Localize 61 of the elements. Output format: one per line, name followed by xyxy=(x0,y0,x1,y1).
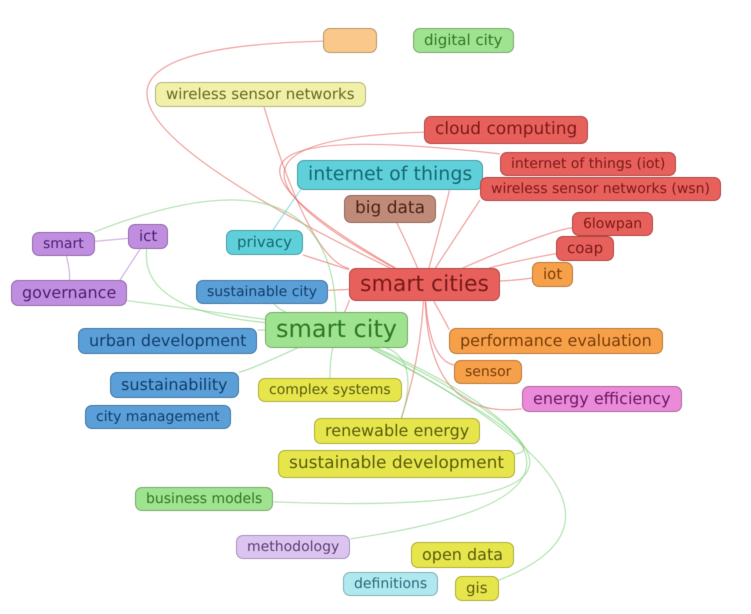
keyword-label: gis xyxy=(455,576,499,602)
link-line xyxy=(127,300,266,320)
keyword-label: smart cities xyxy=(349,268,500,302)
keyword-label: privacy xyxy=(226,230,304,256)
keyword-label: open data xyxy=(411,542,514,568)
link-line xyxy=(120,248,140,280)
keyword-label: urban development xyxy=(78,328,258,354)
keyword-label: methodology xyxy=(236,535,350,560)
link-line xyxy=(433,301,450,330)
link-line xyxy=(94,199,336,312)
keyword-label: definitions xyxy=(343,572,438,596)
keyword-label: smart xyxy=(32,232,95,256)
keyword-label: sustainable city xyxy=(196,280,328,304)
keyword-label: 6lowpan xyxy=(572,212,654,236)
link-line xyxy=(350,347,527,540)
link-line xyxy=(428,190,450,268)
link-line xyxy=(302,254,350,270)
link-line xyxy=(329,347,334,378)
link-line xyxy=(257,329,265,331)
keyword-label: big data xyxy=(344,195,436,223)
keyword-label: complex systems xyxy=(258,378,402,402)
link-line xyxy=(462,227,572,269)
link-line xyxy=(273,347,530,504)
keyword-label: sensor xyxy=(454,360,522,384)
link-line xyxy=(424,301,522,410)
keyword-label: governance xyxy=(11,280,128,306)
link-line xyxy=(94,238,128,242)
link-line xyxy=(434,200,480,268)
keyword-label: city management xyxy=(85,405,231,430)
keyword-label: iot xyxy=(532,262,574,288)
keyword-label: digital city xyxy=(413,28,514,54)
link-line xyxy=(500,277,532,282)
keyword-label: wireless sensor networks (wsn) xyxy=(480,177,721,202)
link-line xyxy=(328,288,350,291)
link-line xyxy=(370,347,566,581)
link-line xyxy=(66,256,70,280)
link-line xyxy=(369,347,524,454)
link-line xyxy=(238,347,298,373)
keyword-label: energy efficiency xyxy=(522,386,682,412)
keyword-label: internet of things (iot) xyxy=(500,152,676,176)
link-line xyxy=(148,40,390,269)
link-line xyxy=(284,132,424,269)
link-line xyxy=(146,249,266,324)
keyword-label: performance evaluation xyxy=(449,328,663,354)
keyword-label: ict xyxy=(128,224,168,250)
keyword-label: sustainable development xyxy=(278,450,516,478)
keyword-label: business models xyxy=(135,487,274,512)
keyword-label: wireless sensor networks xyxy=(155,82,366,108)
link-line xyxy=(344,300,350,312)
keyword-label: smart city xyxy=(265,312,408,348)
keyword-label: coap xyxy=(556,236,614,262)
keyword-label: renewable energy xyxy=(314,418,480,444)
keyword-label: internet of things xyxy=(297,160,484,190)
link-line xyxy=(272,189,302,230)
empty-label xyxy=(323,28,377,54)
keyword-label: cloud computing xyxy=(424,116,588,144)
link-line xyxy=(264,107,350,269)
link-line xyxy=(279,144,500,269)
link-line xyxy=(425,301,454,366)
keyword-label: sustainability xyxy=(110,372,239,398)
link-line xyxy=(274,304,286,313)
